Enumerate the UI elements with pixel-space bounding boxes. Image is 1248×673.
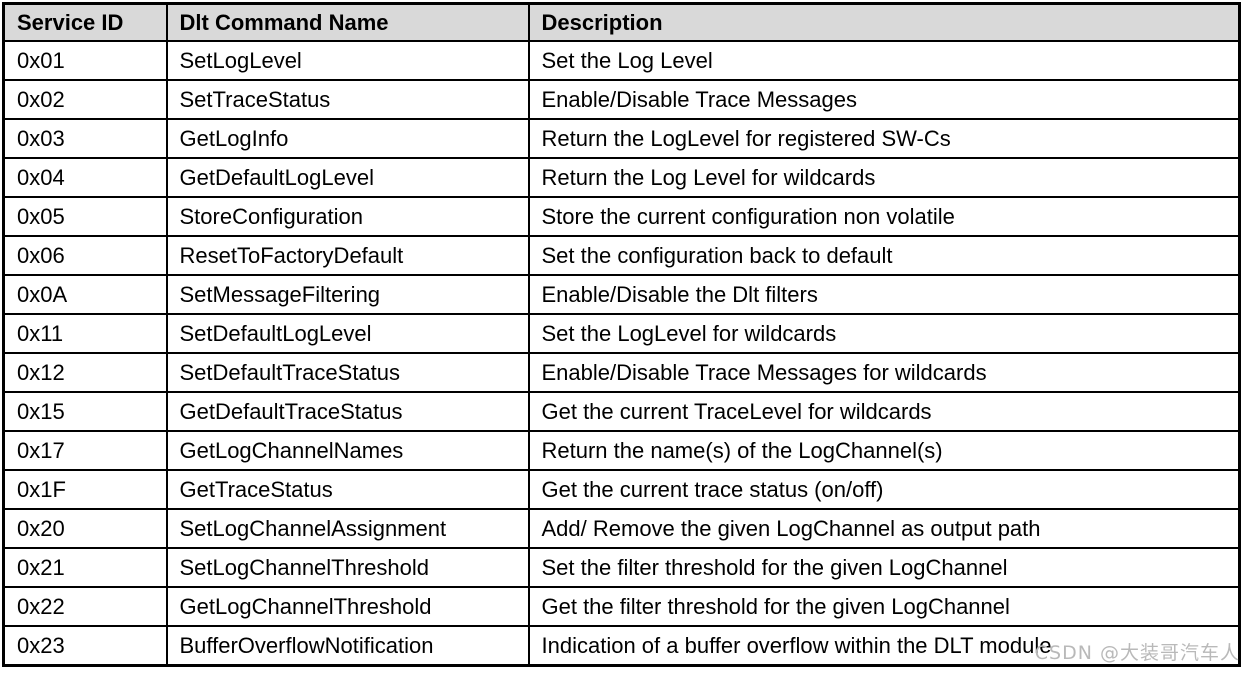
cell-service-id: 0x1F [2, 469, 168, 510]
cell-command-name: GetDefaultLogLevel [165, 157, 530, 198]
cell-command-name: GetLogInfo [165, 118, 530, 159]
cell-description: Get the current trace status (on/off) [527, 469, 1241, 510]
cell-command-name: SetDefaultLogLevel [165, 313, 530, 354]
cell-description: Get the current TraceLevel for wildcards [527, 391, 1241, 432]
cell-description: Return the LogLevel for registered SW-Cs [527, 118, 1241, 159]
cell-service-id: 0x01 [2, 40, 168, 81]
cell-description: Indication of a buffer overflow within t… [527, 625, 1241, 667]
cell-description: Enable/Disable the Dlt filters [527, 274, 1241, 315]
cell-command-name: GetLogChannelThreshold [165, 586, 530, 627]
cell-description: Return the name(s) of the LogChannel(s) [527, 430, 1241, 471]
cell-service-id: 0x15 [2, 391, 168, 432]
cell-command-name: ResetToFactoryDefault [165, 235, 530, 276]
cell-description: Return the Log Level for wildcards [527, 157, 1241, 198]
cell-description: Set the Log Level [527, 40, 1241, 81]
cell-service-id: 0x20 [2, 508, 168, 549]
column-header-service-id: Service ID [2, 2, 168, 42]
cell-service-id: 0x02 [2, 79, 168, 120]
cell-description: Enable/Disable Trace Messages [527, 79, 1241, 120]
cell-description: Set the filter threshold for the given L… [527, 547, 1241, 588]
cell-service-id: 0x22 [2, 586, 168, 627]
cell-command-name: GetLogChannelNames [165, 430, 530, 471]
cell-service-id: 0x12 [2, 352, 168, 393]
cell-service-id: 0x04 [2, 157, 168, 198]
column-header-command-name: Dlt Command Name [165, 2, 530, 42]
cell-command-name: SetLogChannelAssignment [165, 508, 530, 549]
cell-description: Set the LogLevel for wildcards [527, 313, 1241, 354]
cell-description: Set the configuration back to default [527, 235, 1241, 276]
cell-command-name: SetMessageFiltering [165, 274, 530, 315]
column-header-description: Description [527, 2, 1241, 42]
table-header-row: Service ID Dlt Command Name Description [2, 2, 1241, 42]
cell-command-name: SetLogChannelThreshold [165, 547, 530, 588]
cell-description: Add/ Remove the given LogChannel as outp… [527, 508, 1241, 549]
cell-command-name: GetTraceStatus [165, 469, 530, 510]
cell-command-name: SetTraceStatus [165, 79, 530, 120]
cell-command-name: SetLogLevel [165, 40, 530, 81]
cell-description: Store the current configuration non vola… [527, 196, 1241, 237]
cell-description: Enable/Disable Trace Messages for wildca… [527, 352, 1241, 393]
cell-service-id: 0x11 [2, 313, 168, 354]
cell-service-id: 0x21 [2, 547, 168, 588]
cell-command-name: GetDefaultTraceStatus [165, 391, 530, 432]
cell-service-id: 0x23 [2, 625, 168, 667]
cell-command-name: SetDefaultTraceStatus [165, 352, 530, 393]
cell-service-id: 0x0A [2, 274, 168, 315]
cell-description: Get the filter threshold for the given L… [527, 586, 1241, 627]
cell-command-name: BufferOverflowNotification [165, 625, 530, 667]
cell-service-id: 0x03 [2, 118, 168, 159]
cell-command-name: StoreConfiguration [165, 196, 530, 237]
cell-service-id: 0x17 [2, 430, 168, 471]
cell-service-id: 0x06 [2, 235, 168, 276]
table-header: Service ID Dlt Command Name Description [2, 2, 1241, 42]
cell-service-id: 0x05 [2, 196, 168, 237]
